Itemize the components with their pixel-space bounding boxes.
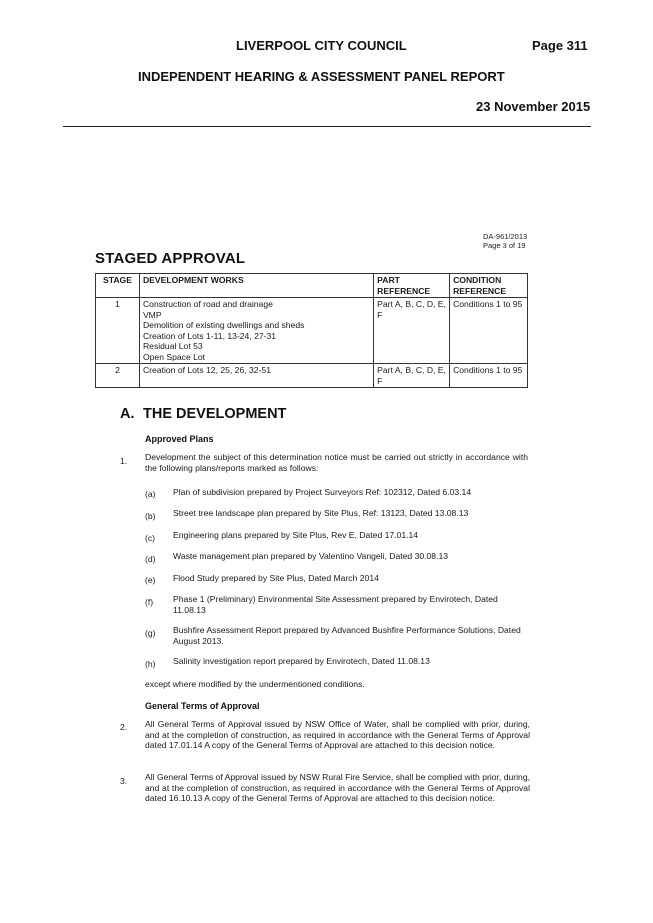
col-part: PART REFERENCE xyxy=(373,273,451,298)
plan-text: Waste management plan prepared by Valent… xyxy=(173,551,449,561)
doc-page: Page 3 of 19 xyxy=(483,241,526,250)
plan-text: Bushfire Assessment Report prepared by A… xyxy=(173,625,521,646)
works-cell: Construction of road and drainage VMP De… xyxy=(138,297,375,364)
plan-text: Phase 1 (Preliminary) Environmental Site… xyxy=(173,594,498,615)
plan-label: (a) xyxy=(145,489,156,499)
part-cell: Part A, B, C, D, E, F xyxy=(373,297,451,364)
council-name: LIVERPOOL CITY COUNCIL xyxy=(236,38,407,53)
works-cell: Creation of Lots 12, 25, 26, 32-51 xyxy=(138,363,375,388)
doc-reference: DA-961/2013 Page 3 of 19 xyxy=(483,232,527,250)
col-works: DEVELOPMENT WORKS xyxy=(138,273,375,298)
plan-label: (e) xyxy=(145,575,156,585)
gta-heading: General Terms of Approval xyxy=(145,701,260,711)
report-title: INDEPENDENT HEARING & ASSESSMENT PANEL R… xyxy=(138,69,505,84)
section-a-letter: A. xyxy=(120,406,135,422)
table-row: 1 Construction of road and drainage VMP … xyxy=(95,297,528,364)
works-line: Creation of Lots 1-11, 13-24, 27-31 xyxy=(142,330,277,341)
section-a-title: THE DEVELOPMENT xyxy=(143,406,287,422)
da-number: DA-961/2013 xyxy=(483,232,528,241)
stage-cell: 1 xyxy=(95,297,140,364)
works-line: VMP xyxy=(142,309,162,320)
works-line: Open Space Lot xyxy=(142,351,206,362)
item-2-text: All General Terms of Approval issued by … xyxy=(145,719,530,750)
plan-text: Engineering plans prepared by Site Plus,… xyxy=(173,530,419,540)
plan-text: Flood Study prepared by Site Plus, Dated… xyxy=(173,573,379,583)
part-cell: Part A, B, C, D, E, F xyxy=(373,363,451,388)
plan-label: (b) xyxy=(145,511,156,521)
plan-label: (c) xyxy=(145,533,156,543)
works-line: Construction of road and drainage xyxy=(142,299,273,309)
staged-approval-table: STAGE DEVELOPMENT WORKS PART REFERENCE C… xyxy=(95,273,528,388)
report-date: 23 November 2015 xyxy=(476,99,591,114)
plan-text: Salinity investigation report prepared b… xyxy=(173,656,430,666)
plan-text: Street tree landscape plan prepared by S… xyxy=(173,508,469,518)
item-number: 2. xyxy=(120,722,128,732)
plan-label: (g) xyxy=(145,628,156,638)
condition-cell: Conditions 1 to 95 xyxy=(449,363,528,388)
item-3-text: All General Terms of Approval issued by … xyxy=(145,772,530,803)
works-line: Residual Lot 53 xyxy=(142,341,203,351)
staged-approval-title: STAGED APPROVAL xyxy=(95,250,246,267)
stage-cell: 2 xyxy=(95,363,140,388)
plan-label: (d) xyxy=(145,554,156,564)
plan-text: Plan of subdivision prepared by Project … xyxy=(173,487,472,497)
works-line: Creation of Lots 12, 25, 26, 32-51 xyxy=(142,365,271,375)
item-number: 3. xyxy=(120,776,128,786)
col-stage: STAGE xyxy=(95,273,140,298)
item-1-text: Development the subject of this determin… xyxy=(145,452,528,473)
works-line: Demolition of existing dwellings and she… xyxy=(142,320,305,330)
plan-label: (h) xyxy=(145,659,156,669)
item-number: 1. xyxy=(120,456,128,466)
except-note: except where modified by the undermentio… xyxy=(145,679,365,689)
col-condition: CONDITION REFERENCE xyxy=(449,273,528,298)
table-header-row: STAGE DEVELOPMENT WORKS PART REFERENCE C… xyxy=(95,273,528,298)
condition-cell: Conditions 1 to 95 xyxy=(449,297,528,364)
plan-label: (f) xyxy=(145,597,154,607)
table-row: 2 Creation of Lots 12, 25, 26, 32-51 Par… xyxy=(95,363,528,388)
approved-plans-heading: Approved Plans xyxy=(145,434,214,444)
page-number: Page 311 xyxy=(532,38,588,53)
header-divider xyxy=(63,126,591,127)
